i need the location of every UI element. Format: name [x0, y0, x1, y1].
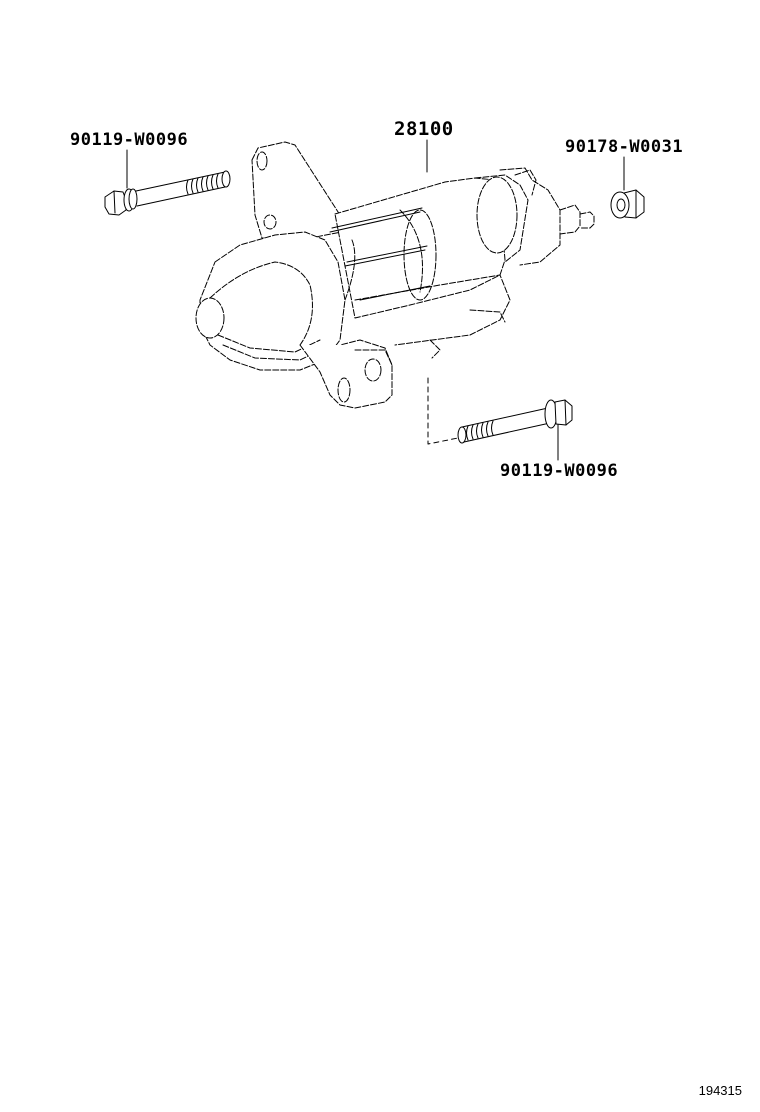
- leader-lines: [126, 139, 625, 461]
- lower-bolt-icon: [427, 377, 573, 445]
- upper-bolt-icon: [104, 170, 231, 216]
- callout-lower-bolt-part-number[interactable]: 90119-W0096: [500, 461, 619, 481]
- callout-nut-part-number[interactable]: 90178-W0031: [565, 137, 684, 157]
- callout-starter-assembly-part-number[interactable]: 28100: [394, 118, 454, 140]
- callout-upper-bolt-part-number[interactable]: 90119-W0096: [70, 130, 189, 150]
- starter-motor-body: [195, 141, 595, 409]
- housing-ribs: [329, 207, 431, 301]
- nut-icon: [610, 189, 645, 219]
- figure-id: 194315: [698, 1083, 742, 1098]
